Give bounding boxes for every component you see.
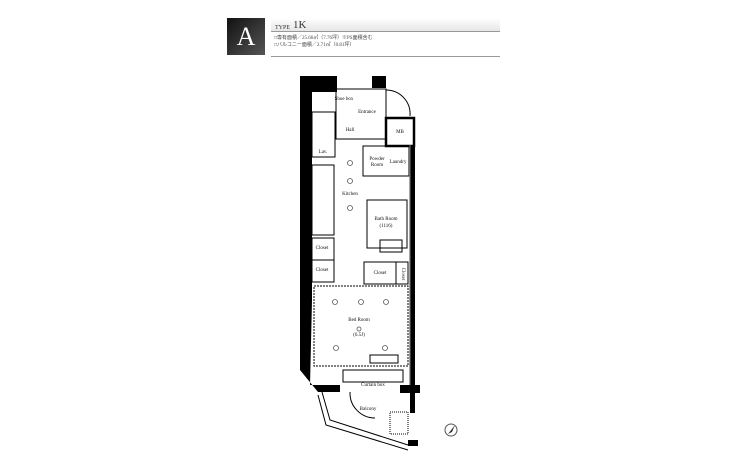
balcony: Balcony — [359, 407, 377, 412]
unit-header: TYPE 1K □専有面積／25.66㎡（7.76坪）※PS面積含む □バルコニ… — [271, 18, 500, 57]
room-shoe-box: Shoe box — [334, 97, 354, 102]
exterior-walls — [300, 76, 420, 446]
room-closet-4: Closet — [400, 267, 405, 281]
room-entrance: Entrance — [358, 110, 376, 115]
light-fixtures — [332, 160, 389, 351]
room-closet-1: Closet — [315, 246, 329, 251]
room-laundry: Laundry — [389, 160, 407, 165]
room-bedroom-size: (6.5J) — [353, 333, 365, 338]
room-kitchen: Kitchen — [342, 192, 358, 197]
type-row: TYPE 1K — [271, 18, 500, 32]
type-value: 1K — [293, 19, 307, 31]
floor-area: □専有面積／25.66㎡（7.76坪）※PS面積含む — [274, 36, 373, 41]
compass-icon — [444, 423, 458, 437]
room-hall: Hall — [345, 128, 355, 133]
unit-letter-badge: A — [227, 18, 265, 55]
room-closet-2: Closet — [315, 268, 329, 273]
balcony-rail — [409, 145, 411, 385]
balcony-area: □バルコニー面積／2.71㎡（0.81坪） — [274, 43, 355, 48]
room-bath-size: (1116) — [379, 224, 393, 229]
type-label: TYPE — [275, 25, 290, 31]
room-powder-room: Powder Room — [369, 157, 385, 168]
room-bath: Bath Room — [374, 217, 398, 222]
room-lavatory: Lav. — [318, 150, 328, 155]
room-bedroom: Bed Room — [348, 318, 370, 323]
room-mb: MB — [396, 130, 404, 135]
room-closet-3: Closet — [373, 271, 387, 276]
curtain-box: Curtain box — [361, 383, 385, 388]
